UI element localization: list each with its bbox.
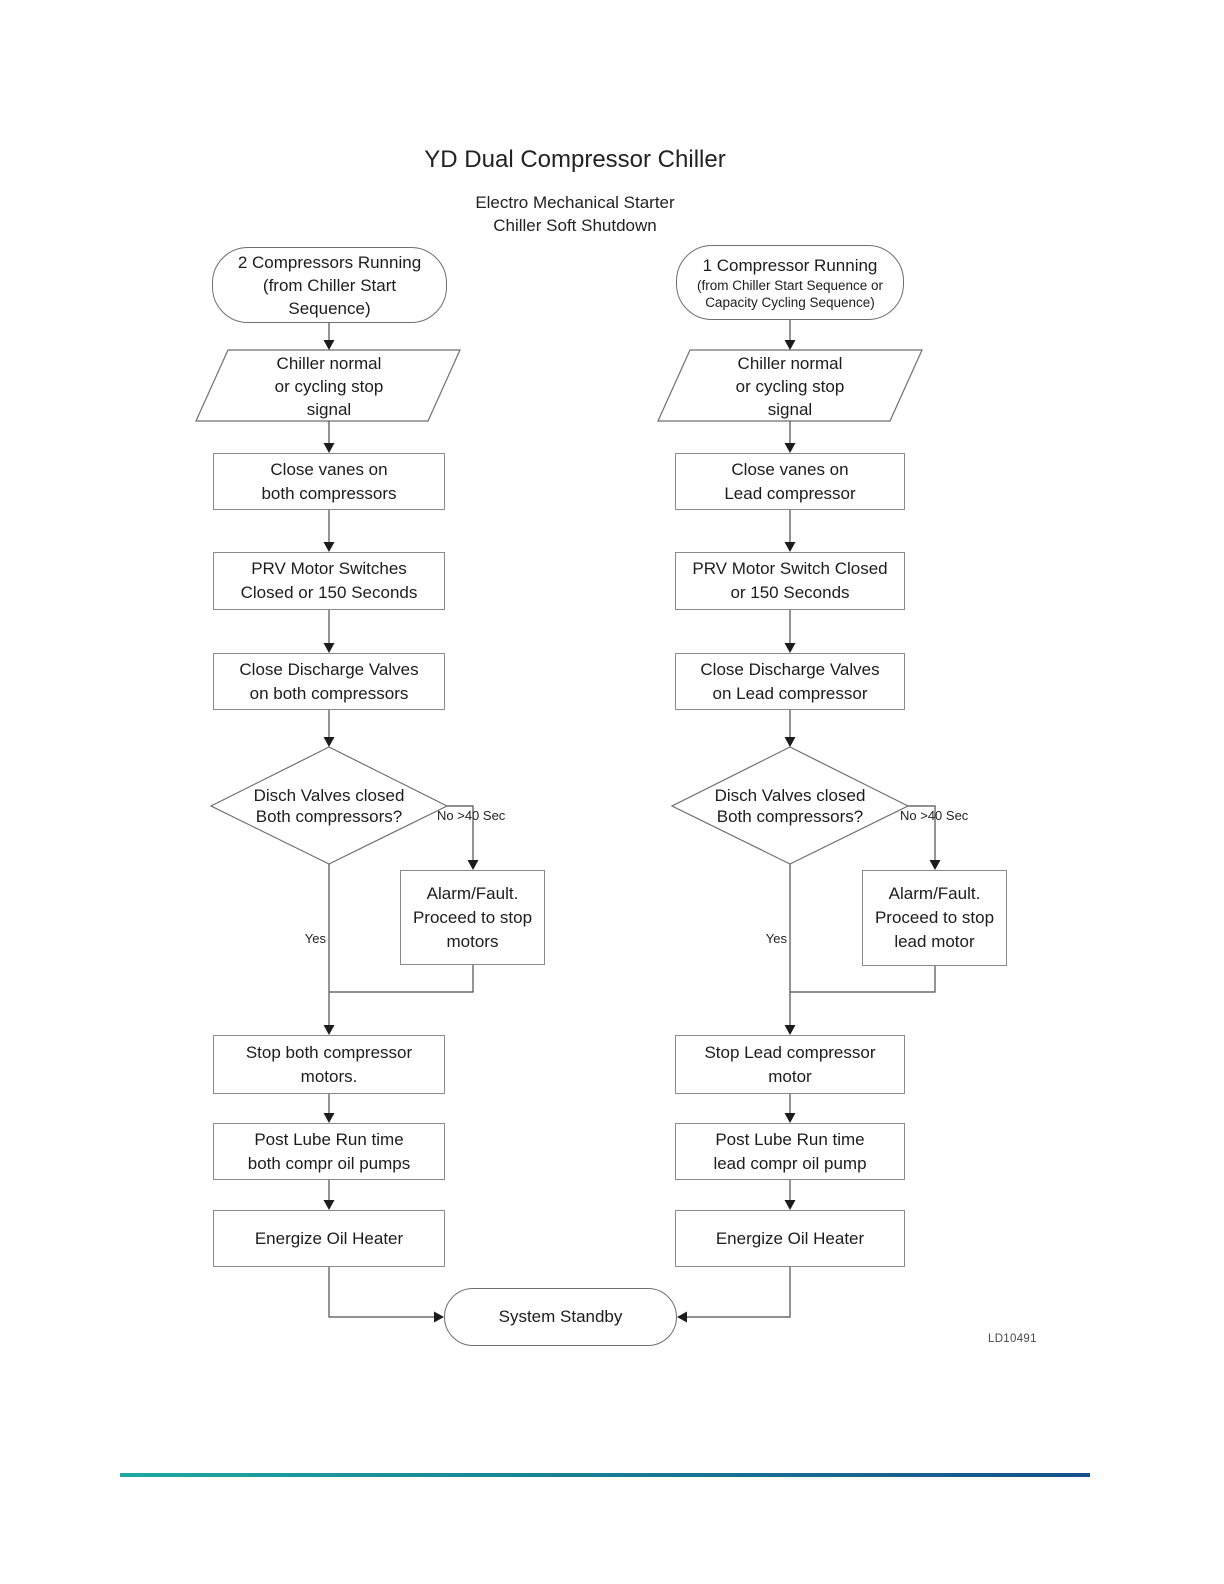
arrowhead-icon bbox=[467, 860, 479, 870]
arrowhead-icon bbox=[677, 1311, 687, 1323]
footer-accent-rule bbox=[120, 1473, 1090, 1477]
arrowhead-icon bbox=[784, 643, 796, 653]
arrowheads-right bbox=[677, 340, 941, 1323]
start-node-one-compressor-title: 1 Compressor Running bbox=[702, 255, 878, 275]
arrowhead-icon bbox=[784, 1025, 796, 1035]
arrowhead-icon bbox=[323, 542, 335, 552]
step-energize-heater-left: Energize Oil Heater bbox=[213, 1210, 445, 1267]
branch-yes-label-left: Yes bbox=[304, 931, 326, 946]
arrowhead-icon bbox=[323, 643, 335, 653]
io-parallelogram-left bbox=[195, 349, 461, 422]
arrowheads-left bbox=[323, 340, 479, 1323]
arrowhead-icon bbox=[323, 1113, 335, 1123]
arrowhead-icon bbox=[784, 1200, 796, 1210]
arrowhead-icon bbox=[784, 542, 796, 552]
header: YD Dual Compressor Chiller Electro Mecha… bbox=[275, 146, 875, 237]
arrowhead-icon bbox=[929, 860, 941, 870]
arrowhead-icon bbox=[784, 737, 796, 747]
decision-diamond-right bbox=[670, 746, 910, 865]
arrowhead-icon bbox=[323, 1200, 335, 1210]
connector-lines-left bbox=[328, 323, 474, 1318]
arrowhead-icon bbox=[784, 443, 796, 453]
page-title: YD Dual Compressor Chiller bbox=[424, 146, 726, 173]
branch-no-label-right: No >40 Sec bbox=[900, 808, 969, 823]
branch-yes-label-right: Yes bbox=[765, 931, 787, 946]
terminal-system-standby-label: System Standby bbox=[498, 1307, 623, 1326]
step-energize-heater-right-label: Energize Oil Heater bbox=[715, 1228, 865, 1248]
arrowhead-icon bbox=[784, 1113, 796, 1123]
start-node-two-compressors-label: 2 Compressors Running(from Chiller Start… bbox=[237, 252, 422, 318]
decision-diamond-left bbox=[209, 746, 449, 865]
arrowhead-icon bbox=[323, 737, 335, 747]
start-node-two-compressors: 2 Compressors Running(from Chiller Start… bbox=[212, 247, 447, 323]
start-node-one-compressor: 1 Compressor Running (from Chiller Start… bbox=[676, 245, 904, 320]
step-energize-heater-right: Energize Oil Heater bbox=[675, 1210, 905, 1267]
arrowhead-icon bbox=[323, 1025, 335, 1035]
step-energize-heater-left-label: Energize Oil Heater bbox=[254, 1228, 404, 1248]
branch-no-label-left: No >40 Sec bbox=[437, 808, 506, 823]
connector-lines-right bbox=[686, 320, 936, 1318]
arrowhead-icon bbox=[323, 443, 335, 453]
figure-id-label: LD10491 bbox=[988, 1333, 1037, 1345]
terminal-system-standby: System Standby bbox=[444, 1288, 677, 1346]
io-parallelogram-right bbox=[657, 349, 923, 422]
arrowhead-icon bbox=[784, 340, 796, 350]
arrowhead-icon bbox=[323, 340, 335, 350]
arrowhead-icon bbox=[434, 1311, 444, 1323]
start-node-one-compressor-label: 1 Compressor Running (from Chiller Start… bbox=[697, 255, 883, 311]
